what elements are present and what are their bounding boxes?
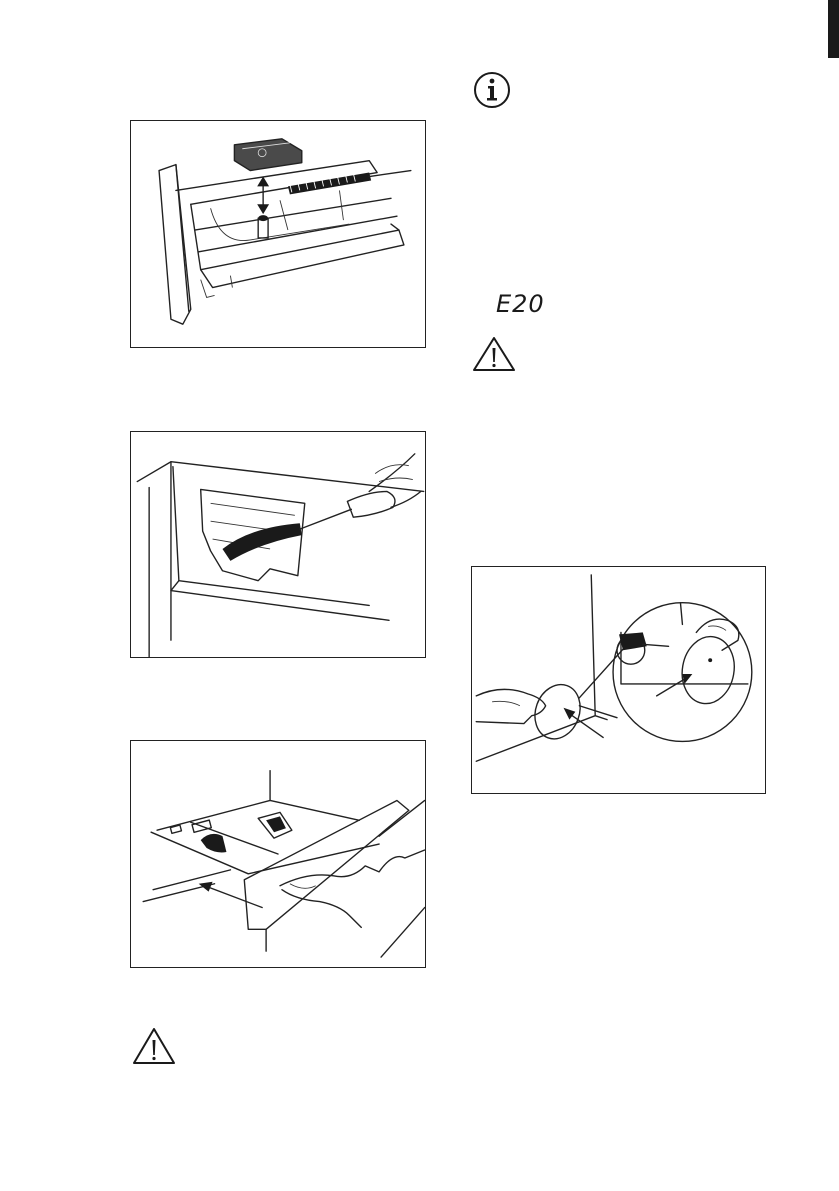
figure-pump-filter <box>471 566 766 794</box>
figure-push-drawer <box>130 740 426 968</box>
figure-drawer-insert <box>130 120 426 348</box>
figure-brush-recess <box>130 431 426 658</box>
pump-filter-illustration <box>472 567 765 793</box>
page-edge-marker <box>828 0 839 58</box>
error-code-display: E20 <box>496 292 545 316</box>
warning-triangle-icon <box>472 336 516 372</box>
info-circle-icon <box>473 71 511 109</box>
push-drawer-illustration <box>131 741 425 967</box>
drawer-insert-illustration <box>131 121 425 347</box>
brush-recess-illustration <box>131 432 425 657</box>
warning-triangle-icon <box>132 1027 176 1065</box>
